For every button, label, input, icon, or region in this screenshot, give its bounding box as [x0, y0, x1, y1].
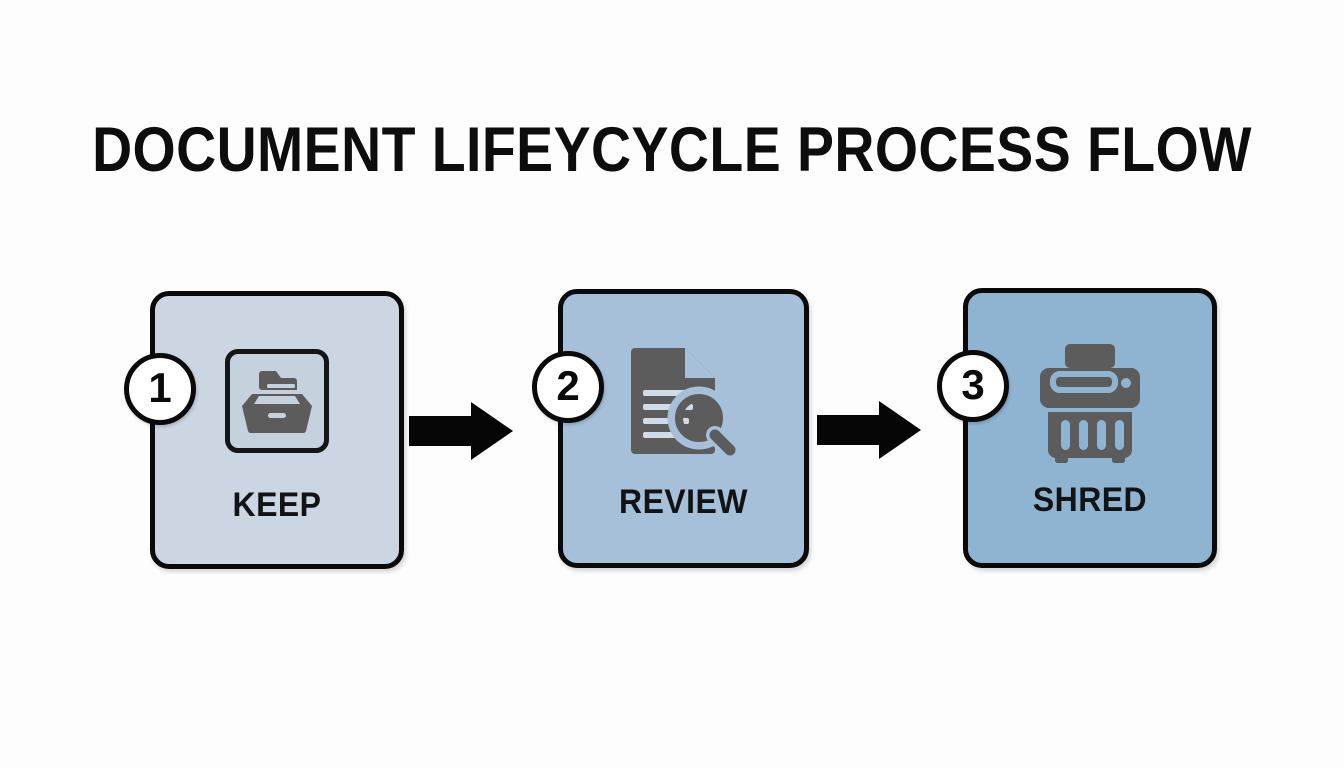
step-number-3: 3	[961, 361, 985, 408]
step-number-badge-2: 2	[532, 351, 604, 423]
step-card-review[interactable]: REVIEW	[558, 289, 809, 568]
step-card-keep[interactable]: KEEP	[150, 291, 404, 569]
paper-shredder-icon	[1040, 344, 1140, 463]
step-number-badge-1: 1	[124, 353, 196, 425]
step-label-review: REVIEW	[619, 483, 748, 521]
step-icon-container-shred	[968, 338, 1212, 468]
step-icon-container-keep	[155, 348, 399, 454]
arrow-review-to-shred-icon	[817, 401, 921, 459]
step-number-2: 2	[556, 362, 580, 409]
step-card-shred[interactable]: SHRED	[963, 288, 1217, 568]
step-icon-container-review	[563, 344, 804, 464]
document-search-icon	[630, 348, 741, 461]
step-number-badge-3: 3	[937, 350, 1009, 422]
file-box-icon	[242, 371, 312, 434]
step-label-keep: KEEP	[232, 486, 322, 524]
page-title: DOCUMENT LIFEYCYCLE PROCESS FLOW	[92, 115, 1252, 185]
icon-frame	[225, 349, 329, 453]
arrow-keep-to-review-icon	[409, 402, 513, 460]
step-label-shred: SHRED	[1032, 481, 1148, 519]
step-number-1: 1	[148, 364, 172, 411]
